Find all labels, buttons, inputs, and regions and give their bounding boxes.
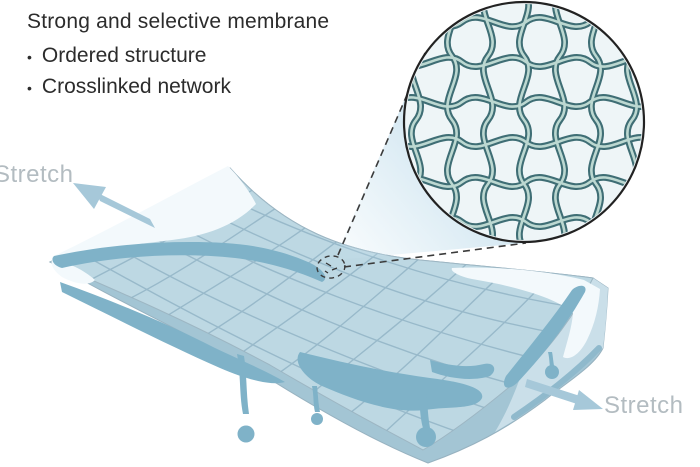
bullet-dot: • bbox=[27, 49, 32, 65]
stretch-label-right: Stretch bbox=[604, 392, 684, 419]
network-strand-core bbox=[482, 4, 494, 240]
grid-line bbox=[53, 237, 470, 437]
dark-center-patch bbox=[297, 352, 483, 411]
bullet-text: Crosslinked network bbox=[41, 75, 231, 98]
drip-stem bbox=[237, 354, 249, 414]
drip-drop bbox=[311, 413, 323, 425]
drip-drop bbox=[237, 425, 255, 443]
highlight-peak bbox=[51, 166, 257, 262]
bullet-item-crosslinked-network: • Crosslinked network bbox=[27, 75, 329, 99]
dark-fold-band bbox=[503, 285, 586, 388]
network-strand-core bbox=[446, 4, 458, 240]
network-strand-core bbox=[406, 176, 642, 188]
stretch-arrows bbox=[73, 183, 603, 410]
stretch-arrow-up-left-icon bbox=[96, 192, 155, 228]
magnified-inset bbox=[402, 0, 646, 244]
drip-stem bbox=[416, 388, 430, 428]
dark-left-band bbox=[60, 282, 285, 384]
membrane-sheet bbox=[48, 166, 609, 464]
bullet-text: Ordered structure bbox=[41, 44, 207, 67]
bullet-item-ordered-structure: • Ordered structure bbox=[27, 44, 329, 68]
network-strand-core bbox=[406, 96, 642, 108]
network-strand-core bbox=[554, 4, 566, 240]
caption-block: Strong and selective membrane • Ordered … bbox=[27, 10, 329, 106]
figure-title: Strong and selective membrane bbox=[27, 10, 330, 33]
drip-drop bbox=[416, 427, 436, 447]
stretch-arrow-up-left-head-icon bbox=[73, 183, 106, 209]
dark-top-streak bbox=[52, 242, 326, 282]
stretch-label-left: Stretch bbox=[0, 161, 74, 188]
dark-rim-shadow bbox=[511, 345, 602, 420]
magnifier-source-circle bbox=[316, 255, 346, 279]
callout-dashed-line-lower bbox=[343, 242, 527, 268]
network-strand-core bbox=[590, 4, 602, 240]
stretch-arrow-down-right-icon bbox=[525, 379, 580, 404]
stretch-arrow-down-right-head-icon bbox=[573, 390, 603, 410]
inset-border bbox=[402, 0, 646, 244]
highlight-right-corner bbox=[451, 267, 600, 359]
network-strand-core bbox=[518, 4, 530, 240]
network-strand-core bbox=[406, 136, 642, 148]
network-strand-core bbox=[406, 56, 642, 68]
dark-branch-streak bbox=[430, 360, 495, 379]
drip-stem bbox=[312, 386, 320, 412]
membrane-dark-patches bbox=[52, 242, 602, 447]
magnifier-source-marks bbox=[324, 262, 338, 274]
membrane-top-face bbox=[48, 167, 594, 451]
bullet-dot: • bbox=[27, 80, 32, 96]
drip-drop bbox=[545, 365, 559, 379]
grid-line bbox=[334, 242, 535, 426]
